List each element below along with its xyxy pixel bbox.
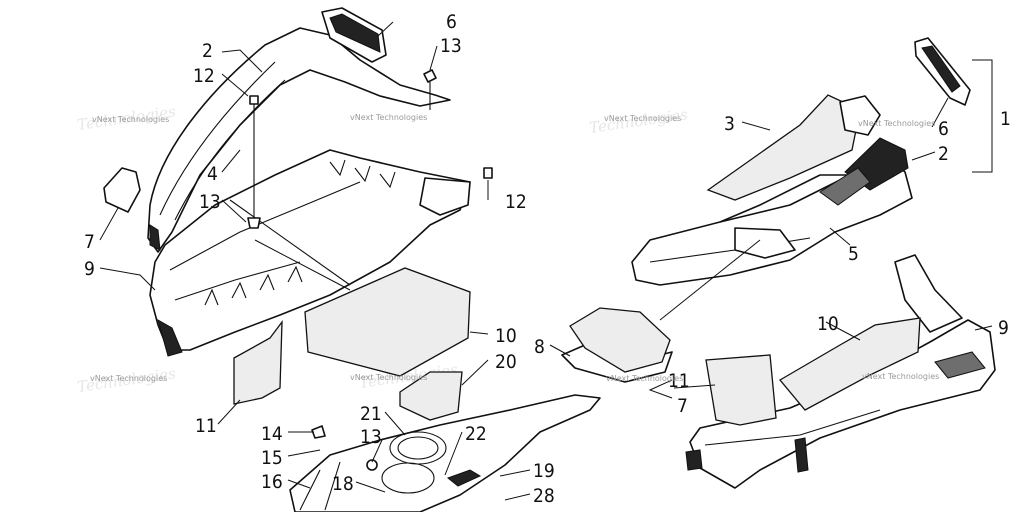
callout-4: 4 [207,163,218,185]
callout-13-mid: 13 [199,191,221,213]
callout-labels: 1 2 2 3 4 5 6 6 7 7 8 9 9 10 10 11 11 12… [84,11,1011,507]
callout-6-left: 6 [446,11,457,33]
watermark-1: vNext Technologies [92,115,169,124]
callout-28: 28 [533,485,555,507]
watermark-2: vNext Technologies [350,113,427,122]
callout-2-right: 2 [938,143,949,165]
callout-11-right: 11 [668,370,690,392]
callout-11-left: 11 [195,415,217,437]
watermark-4: vNext Technologies [858,119,935,128]
callout-9-right: 9 [998,317,1009,339]
callout-3: 3 [724,113,735,135]
insulation-11-left [233,319,283,405]
callout-9-left: 9 [84,258,95,280]
callout-12-right: 12 [505,191,527,213]
callout-13-top: 13 [440,35,462,57]
watermark-5: vNext Technologies [90,374,167,383]
screen-part-left [103,167,141,213]
hood-top-part [147,27,451,253]
callout-22: 22 [465,423,487,445]
callout-19: 19 [533,460,555,482]
callout-10-left: 10 [495,325,517,347]
callout-1: 1 [1000,108,1011,130]
screen-part-right [569,307,671,373]
callout-7-left: 7 [84,231,95,253]
callout-16: 16 [261,471,283,493]
watermarks: vNext Technologies vNext Technologies vN… [90,113,939,383]
leader-lines [99,21,993,501]
callout-10-right: 10 [817,313,839,335]
watermark-7: vNext Technologies [606,374,683,383]
callout-8: 8 [534,336,545,358]
watermark-8: vNext Technologies [862,372,939,381]
watermark-6: vNext Technologies [350,373,427,382]
insulation-10-right [779,317,921,411]
insulation-20 [399,371,463,421]
hood-teeth [204,159,396,306]
fasteners-left [247,69,493,471]
insulation-11-right [705,354,777,426]
callout-20: 20 [495,351,517,373]
callout-21: 21 [360,403,382,425]
callout-18: 18 [332,473,354,495]
callout-7-right: 7 [677,395,688,417]
callout-12-left: 12 [193,65,215,87]
callout-13-low: 13 [360,426,382,448]
callout-15: 15 [261,447,283,469]
insulation-10-left [304,267,471,377]
watermark-3: vNext Technologies [604,114,681,123]
callout-6-right: 6 [938,118,949,140]
callout-2-left: 2 [202,40,213,62]
callout-5: 5 [848,243,859,265]
callout-14: 14 [261,423,283,445]
